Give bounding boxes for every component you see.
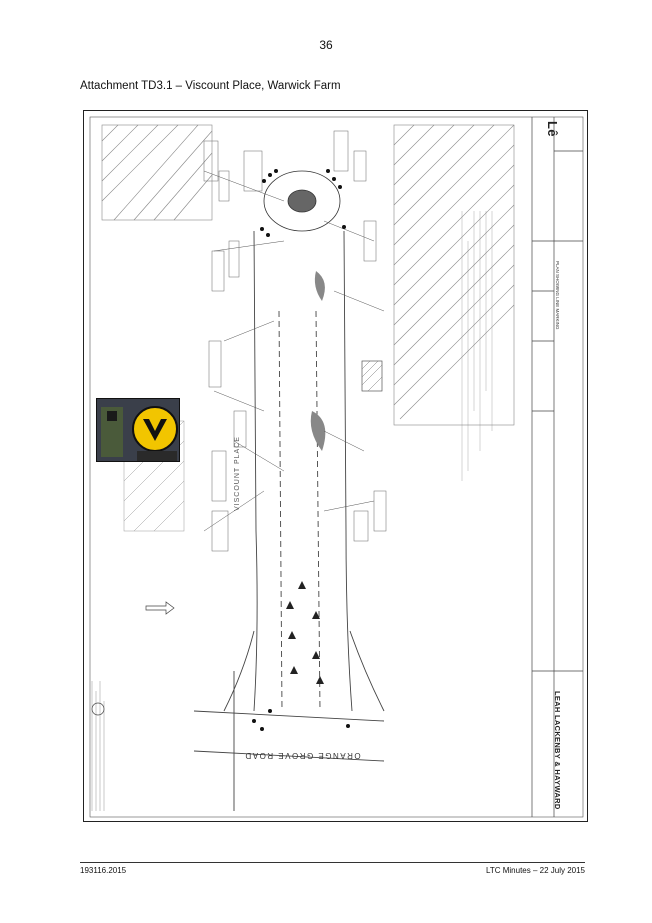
traffic-sign-chevron-icon [97,399,179,461]
footer-doc-number: 193116.2015 [80,866,127,875]
drawing-title: PLAN SHOWING LINE MARKING [555,261,560,330]
firm-name: LEAH LACKENBY & HAYWARD [553,691,562,810]
firm-logo: Lê [545,121,560,137]
street-label: VISCOUNT PLACE [234,436,241,511]
road-label: ORANGE GROVE ROAD [244,751,361,760]
attachment-title: Attachment TD3.1 – Viscount Place, Warwi… [80,80,341,92]
page-number: 36 [319,38,333,52]
footer-minutes-ref: LTC Minutes – 22 July 2015 [485,866,585,875]
road-plan-drawing [89,116,584,818]
footer-rule [80,862,585,863]
drawing-frame: ORANGE GROVE ROAD VISCOUNT PLACE PLAN SH… [83,110,588,822]
sign-photo [96,398,180,462]
